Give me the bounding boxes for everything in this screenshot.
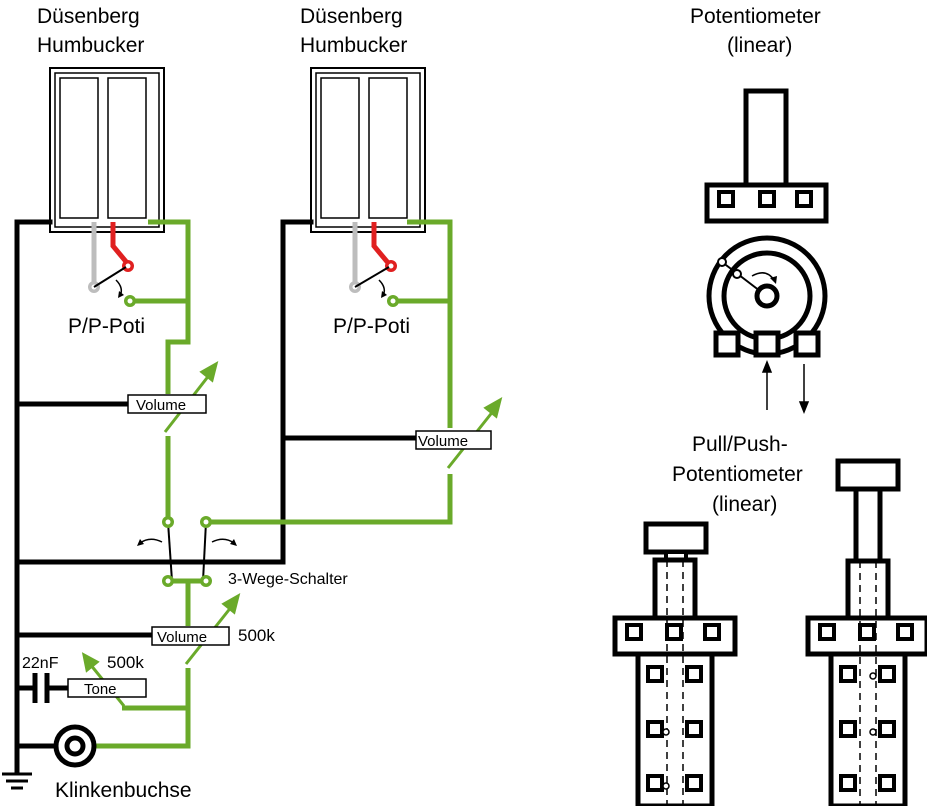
tone-pot-label: Tone	[84, 681, 117, 698]
volume-pot-2-label: Volume	[418, 433, 468, 450]
pullpush-pot-pulled-icon	[805, 458, 927, 806]
pullpush-title-line2: Potentiometer	[672, 463, 803, 486]
pickup-1	[49, 67, 165, 233]
ground-symbol-icon	[2, 772, 32, 790]
signal-arrows-icon	[761, 359, 810, 415]
pullpush-pot-pushed-icon	[612, 521, 738, 806]
pickup-2-leads	[352, 222, 391, 286]
tone-pot: Tone	[67, 678, 147, 698]
three-way-switch	[137, 516, 237, 587]
volume-pot-2: Volume	[415, 430, 492, 450]
pullpush-title-line1: Pull/Push-	[692, 433, 788, 456]
volume-pot-master: Volume	[151, 626, 230, 646]
pot-title-line1: Potentiometer	[690, 5, 821, 28]
pot-arrows	[81, 360, 503, 707]
pot-title-line2: (linear)	[727, 34, 792, 57]
switch-label: 3-Wege-Schalter	[228, 571, 348, 588]
pp-poti-2-label: P/P-Poti	[333, 315, 410, 338]
volume-master-value: 500k	[238, 626, 275, 645]
pickup-2	[310, 67, 426, 233]
pp-poti-2	[349, 260, 399, 307]
pickup-1-title-line2: Humbucker	[37, 34, 144, 57]
pickup-2-title-line2: Humbucker	[300, 34, 407, 57]
jack-label: Klinkenbuchse	[55, 779, 192, 802]
potentiometer-front-icon	[704, 88, 829, 224]
pp-poti-1	[88, 260, 136, 307]
pullpush-title-line3: (linear)	[712, 493, 777, 516]
pickup-1-title-line1: Düsenberg	[37, 5, 140, 28]
potentiometer-back-icon	[706, 235, 828, 358]
jack-icon	[53, 724, 97, 768]
volume-pot-1-label: Volume	[136, 397, 186, 414]
pp-poti-1-label: P/P-Poti	[68, 315, 145, 338]
capacitor-label: 22nF	[22, 655, 59, 672]
capacitor-icon	[32, 673, 50, 703]
volume-pot-1: Volume	[127, 394, 207, 414]
pickup-2-title-line1: Düsenberg	[300, 5, 403, 28]
tone-value: 500k	[107, 653, 144, 672]
pickup-1-leads	[91, 222, 130, 286]
volume-pot-master-label: Volume	[157, 629, 207, 646]
ground-wires	[14, 219, 419, 775]
signal-wires	[94, 219, 453, 749]
